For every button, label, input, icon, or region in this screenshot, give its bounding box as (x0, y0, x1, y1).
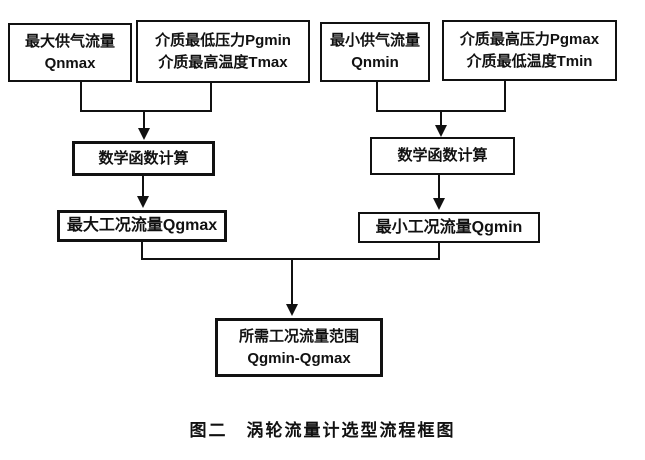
node-label: 最小工况流量Qgmin (375, 218, 523, 236)
node-label: 数学函数计算 (98, 149, 189, 167)
connector-right-vertical-2 (504, 81, 506, 112)
connector-left-vertical-1 (80, 81, 82, 111)
node-label: 数学函数计算 (397, 147, 488, 165)
node-sublabel: Qnmin (351, 54, 399, 71)
node-required-flow-range: 所需工况流量范围 Qgmin-Qgmax (215, 318, 383, 377)
connector-merge-vertical-right (438, 243, 440, 260)
connector-left-arrow-stem (143, 111, 145, 128)
node-sublabel: Qnmax (44, 54, 96, 72)
node-min-pressure-max-temp: 介质最低压力Pgmin 介质最高温度Tmax (136, 20, 310, 83)
node-sublabel: 介质最低温度Tmin (466, 52, 593, 70)
node-math-calc-left: 数学函数计算 (72, 141, 215, 176)
node-label: 最大工况流量Qgmax (66, 217, 218, 235)
connector-left-horizontal (80, 110, 212, 112)
connector-merge-vertical-left (141, 242, 143, 260)
arrow-down-icon (435, 125, 447, 137)
connector-mathright-arrow-stem (438, 175, 440, 199)
connector-mathleft-arrow-stem (142, 176, 144, 197)
connector-left-vertical-2 (210, 82, 212, 111)
arrow-down-icon (433, 198, 445, 210)
connector-right-arrow-stem (440, 111, 442, 126)
connector-merge-arrow-stem (291, 259, 293, 305)
connector-merge-horizontal (141, 258, 440, 260)
node-max-pressure-min-temp: 介质最高压力Pgmax 介质最低温度Tmin (442, 20, 617, 81)
node-label: 最小供气流量 (329, 32, 420, 50)
connector-right-vertical-1 (376, 82, 378, 112)
node-math-calc-right: 数学函数计算 (370, 137, 515, 175)
node-label: 所需工况流量范围 (238, 327, 359, 345)
node-min-supply-flow: 最小供气流量 Qnmin (320, 22, 430, 82)
arrow-down-icon (137, 196, 149, 208)
node-max-supply-flow: 最大供气流量 Qnmax (8, 23, 132, 82)
node-max-operating-flow: 最大工况流量Qgmax (57, 210, 227, 242)
node-label: 最大供气流量 (24, 32, 115, 50)
node-min-operating-flow: 最小工况流量Qgmin (358, 212, 540, 243)
arrow-down-icon (286, 304, 298, 316)
arrow-down-icon (138, 128, 150, 140)
node-sublabel: 介质最高温度Tmax (158, 53, 288, 71)
node-label: 介质最高压力Pgmax (459, 30, 600, 48)
figure-caption: 图二 涡轮流量计选型流程框图 (189, 421, 456, 440)
node-label: 介质最低压力Pgmin (155, 31, 291, 49)
node-sublabel: Qgmin-Qgmax (247, 349, 351, 367)
